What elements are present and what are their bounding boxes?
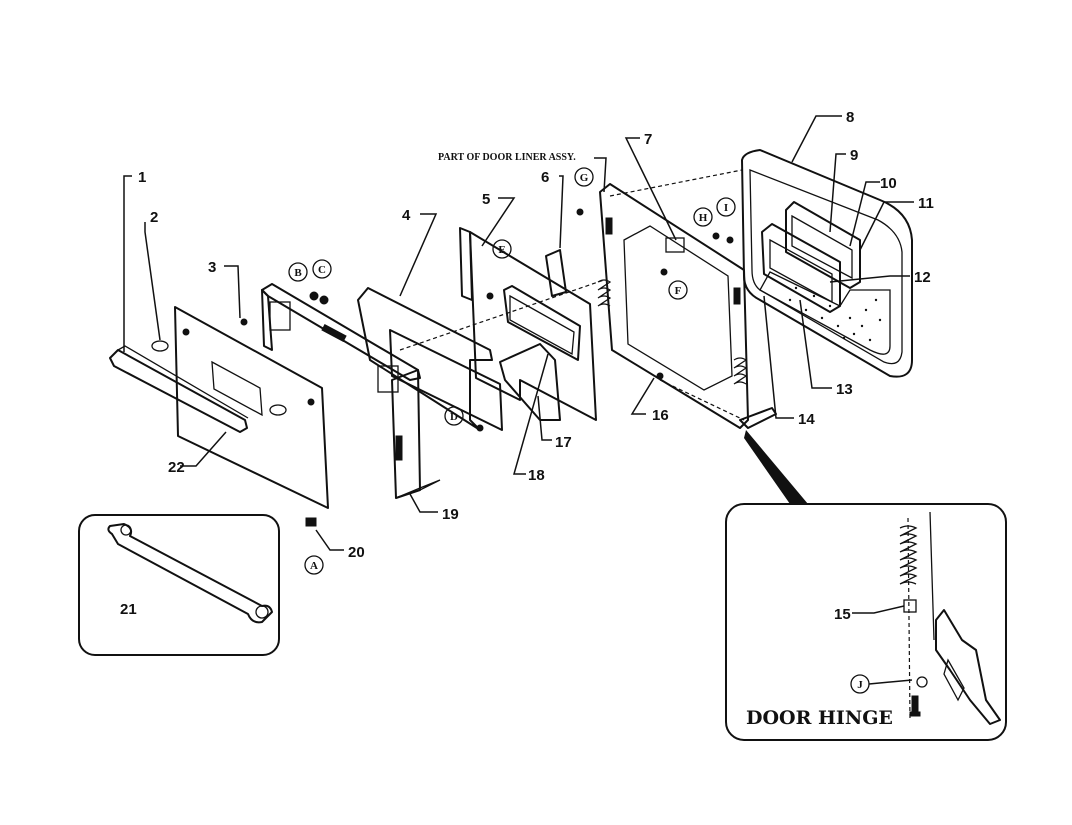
hinge-springs <box>597 279 748 385</box>
label-part-21: 21 <box>120 601 137 618</box>
door-liner <box>599 183 749 429</box>
door-hinge-title: DOOR HINGE <box>746 707 893 729</box>
label-part-11: 11 <box>918 195 934 212</box>
hinge-zoom-pointer <box>744 430 808 504</box>
letter-callouts: A B C D E F G H I J <box>288 167 913 694</box>
inner-support-panel <box>459 227 597 421</box>
callout-e: E <box>498 244 505 256</box>
label-part-9: 9 <box>850 147 858 164</box>
part-number-labels: 1 2 3 4 5 6 7 8 9 10 11 12 13 14 15 16 1… <box>120 109 934 623</box>
callout-g: G <box>580 172 589 184</box>
door-handle <box>109 340 287 433</box>
label-part-20: 20 <box>348 544 365 561</box>
glass-carrier <box>499 285 581 421</box>
callout-b: B <box>294 267 302 279</box>
bracket <box>545 249 567 297</box>
callout-d: D <box>450 411 458 423</box>
label-part-15: 15 <box>834 606 851 623</box>
label-part-3: 3 <box>208 259 216 276</box>
label-part-6: 6 <box>541 169 549 186</box>
inner-glass-frames <box>761 201 861 313</box>
label-part-2: 2 <box>150 209 158 226</box>
callout-a: A <box>310 560 318 572</box>
callout-f: F <box>675 285 682 297</box>
label-part-5: 5 <box>482 191 490 208</box>
label-part-1: 1 <box>138 169 146 186</box>
label-part-22: 22 <box>168 459 185 476</box>
door-insulation-panel <box>357 287 503 431</box>
callout-h: H <box>699 212 708 224</box>
hinge-tab <box>739 407 777 429</box>
inset-handle-box <box>78 514 280 656</box>
label-part-19: 19 <box>442 506 459 523</box>
outer-door-panel <box>174 306 329 509</box>
door-frame-trim <box>261 283 441 499</box>
door-outer-box <box>741 149 913 378</box>
label-part-10: 10 <box>880 175 897 192</box>
alignment-lines <box>399 169 745 421</box>
label-part-4: 4 <box>402 207 411 224</box>
fasteners <box>240 208 734 527</box>
label-part-16: 16 <box>652 407 669 424</box>
label-part-8: 8 <box>846 109 854 126</box>
door-liner-note: PART OF DOOR LINER ASSY. <box>438 152 576 163</box>
callout-c: C <box>318 264 326 276</box>
insulation-fill <box>759 271 891 355</box>
callout-j: J <box>857 679 863 691</box>
callout-leaders <box>123 115 914 614</box>
label-part-7: 7 <box>644 131 652 148</box>
callout-i: I <box>724 202 728 214</box>
label-part-18: 18 <box>528 467 545 484</box>
label-part-13: 13 <box>836 381 853 398</box>
label-part-17: 17 <box>555 434 572 451</box>
door-hinge-inset <box>725 503 1007 741</box>
label-part-12: 12 <box>914 269 931 286</box>
label-part-14: 14 <box>798 411 815 428</box>
